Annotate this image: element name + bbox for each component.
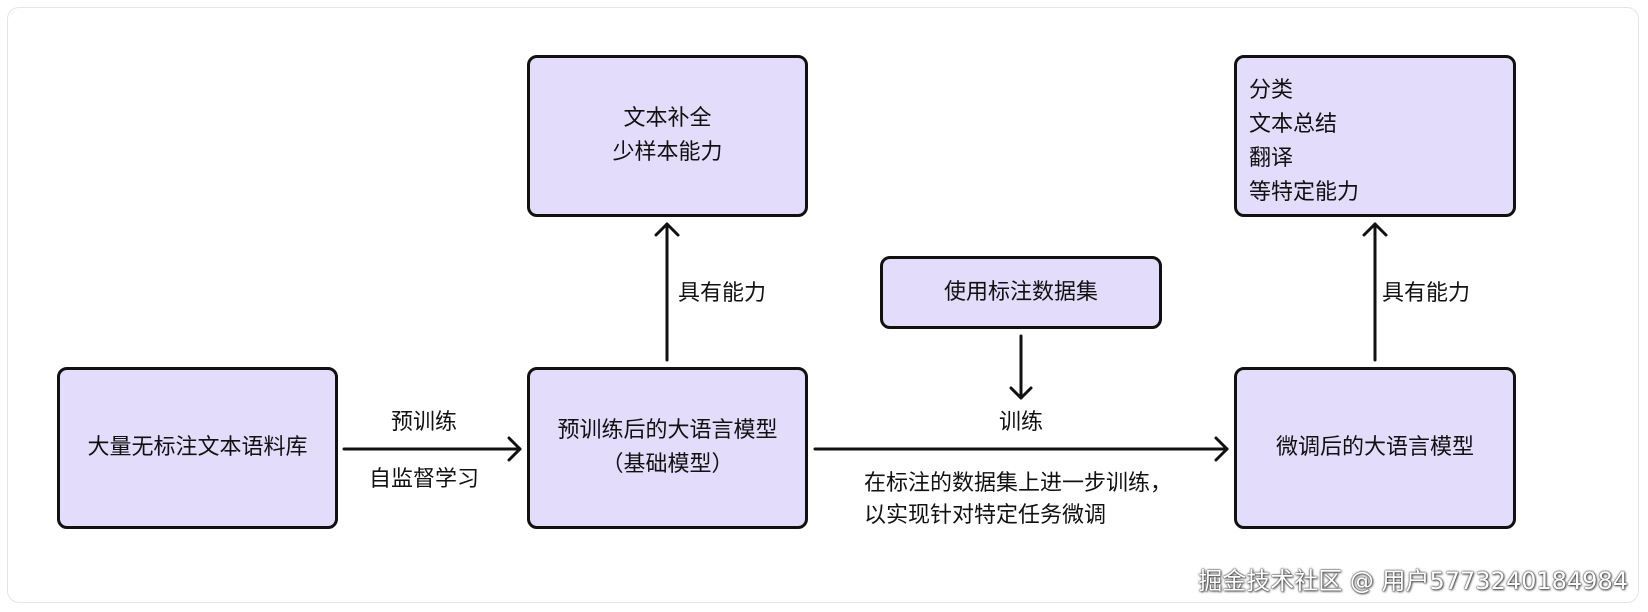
labeled-dataset-label: 使用标注数据集 xyxy=(943,279,1098,305)
finetuned-model-label: 微调后的大语言模型 xyxy=(1275,435,1474,460)
edge-label-train-detail-1: 在标注的数据集上进一步训练， xyxy=(864,471,1173,496)
arrow-pretrain xyxy=(342,436,522,462)
ability-few-shot: 少样本能力 xyxy=(612,140,723,165)
edge-label-ability-right: 具有能力 xyxy=(1382,281,1471,306)
finetuned-model-node: 微调后的大语言模型 xyxy=(1234,367,1516,529)
arrow-pretrained-ability xyxy=(654,222,680,362)
ability-text-completion: 文本补全 xyxy=(623,106,712,131)
edge-label-train-detail-2: 以实现针对特定任务微调 xyxy=(864,503,1107,528)
ability-translation: 翻译 xyxy=(1249,146,1294,171)
arrow-finetune xyxy=(813,436,1229,462)
pretrained-model-label: 预训练后的大语言模型 xyxy=(557,418,778,443)
pretrained-model-node: 预训练后的大语言模型 （基础模型） xyxy=(527,367,808,529)
labeled-dataset-node: 使用标注数据集 xyxy=(880,256,1162,329)
edge-label-self-supervised: 自监督学习 xyxy=(368,467,479,492)
edge-label-pretrain: 预训练 xyxy=(390,410,457,435)
edge-label-ability-left: 具有能力 xyxy=(678,281,767,306)
arrow-finetuned-ability xyxy=(1362,222,1388,362)
arrow-dataset-down xyxy=(1009,334,1033,400)
corpus-label: 大量无标注文本语料库 xyxy=(87,435,308,460)
finetuned-abilities-node: 分类 文本总结 翻译 等特定能力 xyxy=(1234,55,1516,217)
ability-specific: 等特定能力 xyxy=(1249,180,1360,205)
watermark: 掘金技术社区 @ 用户5773240184984 xyxy=(1198,567,1628,595)
ability-classification: 分类 xyxy=(1249,78,1294,103)
pretrained-abilities-node: 文本补全 少样本能力 xyxy=(527,55,808,217)
pretrained-model-sublabel: （基础模型） xyxy=(601,452,734,477)
edge-label-train: 训练 xyxy=(998,410,1043,435)
corpus-node: 大量无标注文本语料库 xyxy=(57,367,338,529)
ability-summarization: 文本总结 xyxy=(1249,112,1338,137)
